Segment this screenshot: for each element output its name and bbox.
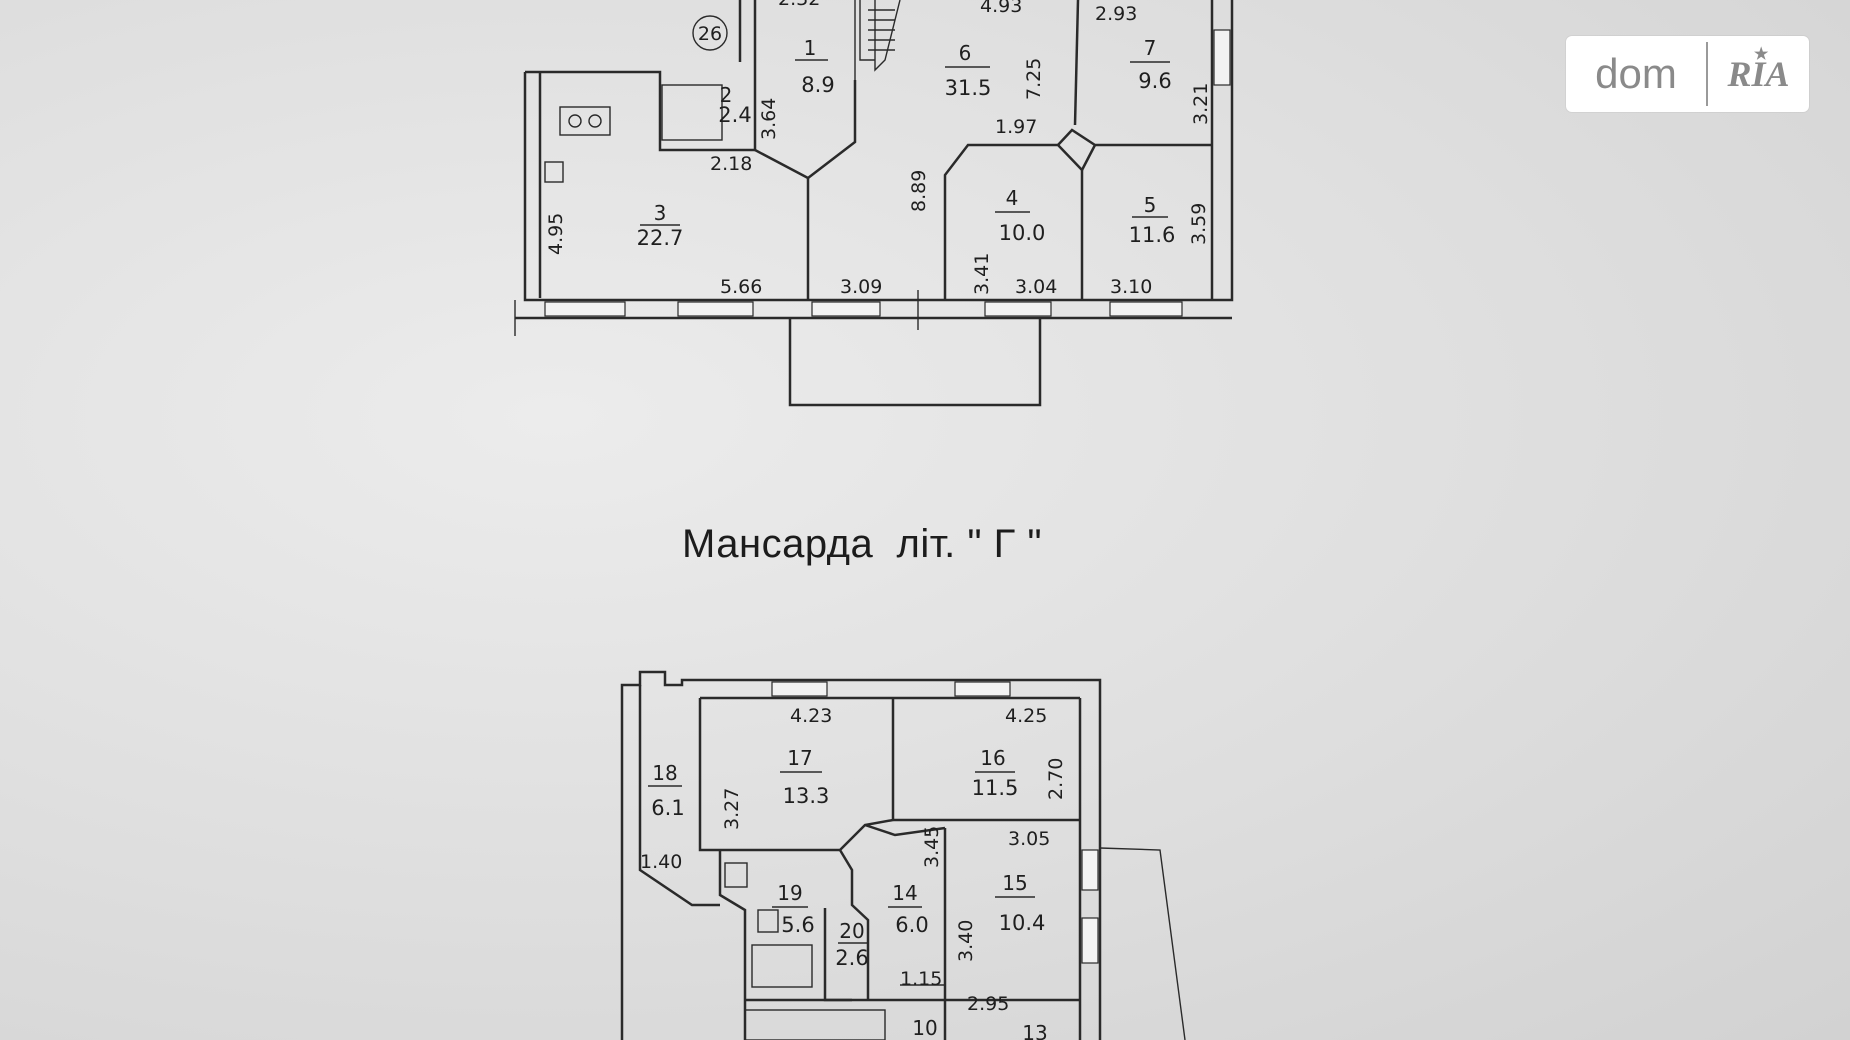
window <box>954 681 1011 697</box>
corner-mark-circle <box>692 15 728 51</box>
dimension: 1.97 <box>995 116 1037 138</box>
logo-separator <box>1706 42 1708 106</box>
toilet-icon <box>661 84 723 141</box>
window <box>1109 301 1183 317</box>
floor2-outer-wall <box>620 670 1102 1040</box>
balcony <box>788 318 1042 407</box>
room-no: 10 <box>912 1016 937 1040</box>
room-area: 11.6 <box>1129 223 1176 247</box>
bathtub-icon <box>751 944 813 988</box>
room-area: 6.1 <box>651 796 684 820</box>
sink-icon <box>544 161 564 183</box>
sink-icon <box>724 862 748 888</box>
dimension: 2.93 <box>1095 3 1137 25</box>
room-area: 13.3 <box>783 784 830 808</box>
window <box>771 681 828 697</box>
room-area: 31.5 <box>945 76 992 100</box>
dimension: 3.41 <box>971 253 993 295</box>
room-no: 18 <box>652 761 677 785</box>
dimension: 3.09 <box>840 276 882 298</box>
room-no: 1 <box>804 36 817 60</box>
dimension: 3.64 <box>758 98 780 140</box>
room-no: 13 <box>1022 1021 1047 1040</box>
dimension: 3.59 <box>1188 203 1210 245</box>
window <box>1081 917 1099 964</box>
window <box>677 301 754 317</box>
stairs-icon <box>859 0 901 72</box>
room-no: 19 <box>777 881 802 905</box>
star-icon: ★ <box>1754 46 1769 63</box>
room-area: 10.0 <box>999 221 1046 245</box>
dimension: 5.66 <box>720 276 762 298</box>
dimension: 3.21 <box>1190 83 1212 125</box>
dimension: 1.15 <box>900 968 942 990</box>
room-area: 2.4 <box>718 103 751 127</box>
dimension: 3.04 <box>1015 276 1057 298</box>
window <box>811 301 881 317</box>
window <box>1081 849 1099 891</box>
room-area: 9.6 <box>1138 69 1171 93</box>
room-no: 4 <box>1006 186 1019 210</box>
plan-title: Мансарда літ. " Г " <box>682 522 1043 566</box>
dimension: 1.40 <box>640 851 682 873</box>
room-no: 16 <box>980 746 1005 770</box>
logo-ria-text: ★ RIA <box>1727 46 1790 94</box>
floor-2-plan: 18 6.1 17 13.3 16 11.5 15 10.4 14 6.0 19… <box>620 670 1186 1040</box>
room-no: 2 <box>720 83 733 107</box>
stairs-icon <box>744 1009 886 1040</box>
logo-dom-text: dom <box>1595 50 1677 97</box>
dimension: 3.45 <box>921 826 943 868</box>
room-area: 11.5 <box>972 776 1019 800</box>
dimension: 2.95 <box>967 993 1009 1015</box>
dimension: 2.32 <box>778 0 820 10</box>
room-area: 2.6 <box>835 946 868 970</box>
room-no: 20 <box>839 919 864 943</box>
room-area: 8.9 <box>801 73 834 97</box>
floor-1-plan: 26 1 8.9 2 2.4 3 22.7 4 10.0 5 11.6 6 31… <box>514 0 1234 407</box>
window <box>544 301 626 317</box>
dimension: 3.05 <box>1008 828 1050 850</box>
window <box>1213 29 1231 86</box>
room-no: 14 <box>892 881 917 905</box>
floor1-outer-wall <box>523 0 1234 302</box>
room-no: 15 <box>1002 871 1027 895</box>
dimension: 8.89 <box>908 170 930 212</box>
dimension: 2.70 <box>1045 758 1067 800</box>
room-no: 3 <box>654 201 667 225</box>
dimension: 4.25 <box>1005 705 1047 727</box>
room-area: 5.6 <box>781 913 814 937</box>
dimension: 4.23 <box>790 705 832 727</box>
toilet-icon <box>757 909 779 933</box>
room-area: 6.0 <box>895 913 928 937</box>
room-no: 5 <box>1144 193 1157 217</box>
stove-icon <box>559 106 611 136</box>
room-area: 10.4 <box>999 911 1046 935</box>
room-no: 6 <box>959 41 972 65</box>
dom-ria-logo: dom ★ RIA <box>1566 36 1809 112</box>
dimension: 2.18 <box>710 153 752 175</box>
dimension: 3.10 <box>1110 276 1152 298</box>
window <box>984 301 1052 317</box>
room-no: 7 <box>1144 36 1157 60</box>
room-area: 22.7 <box>637 226 684 250</box>
dimension: 3.40 <box>955 920 977 962</box>
dimension: 4.95 <box>545 213 567 255</box>
corner-mark: 26 <box>698 23 722 45</box>
dimension: 3.27 <box>721 788 743 830</box>
dimension: 7.25 <box>1023 58 1045 100</box>
room-no: 17 <box>787 746 812 770</box>
dimension: 4.93 <box>980 0 1022 17</box>
